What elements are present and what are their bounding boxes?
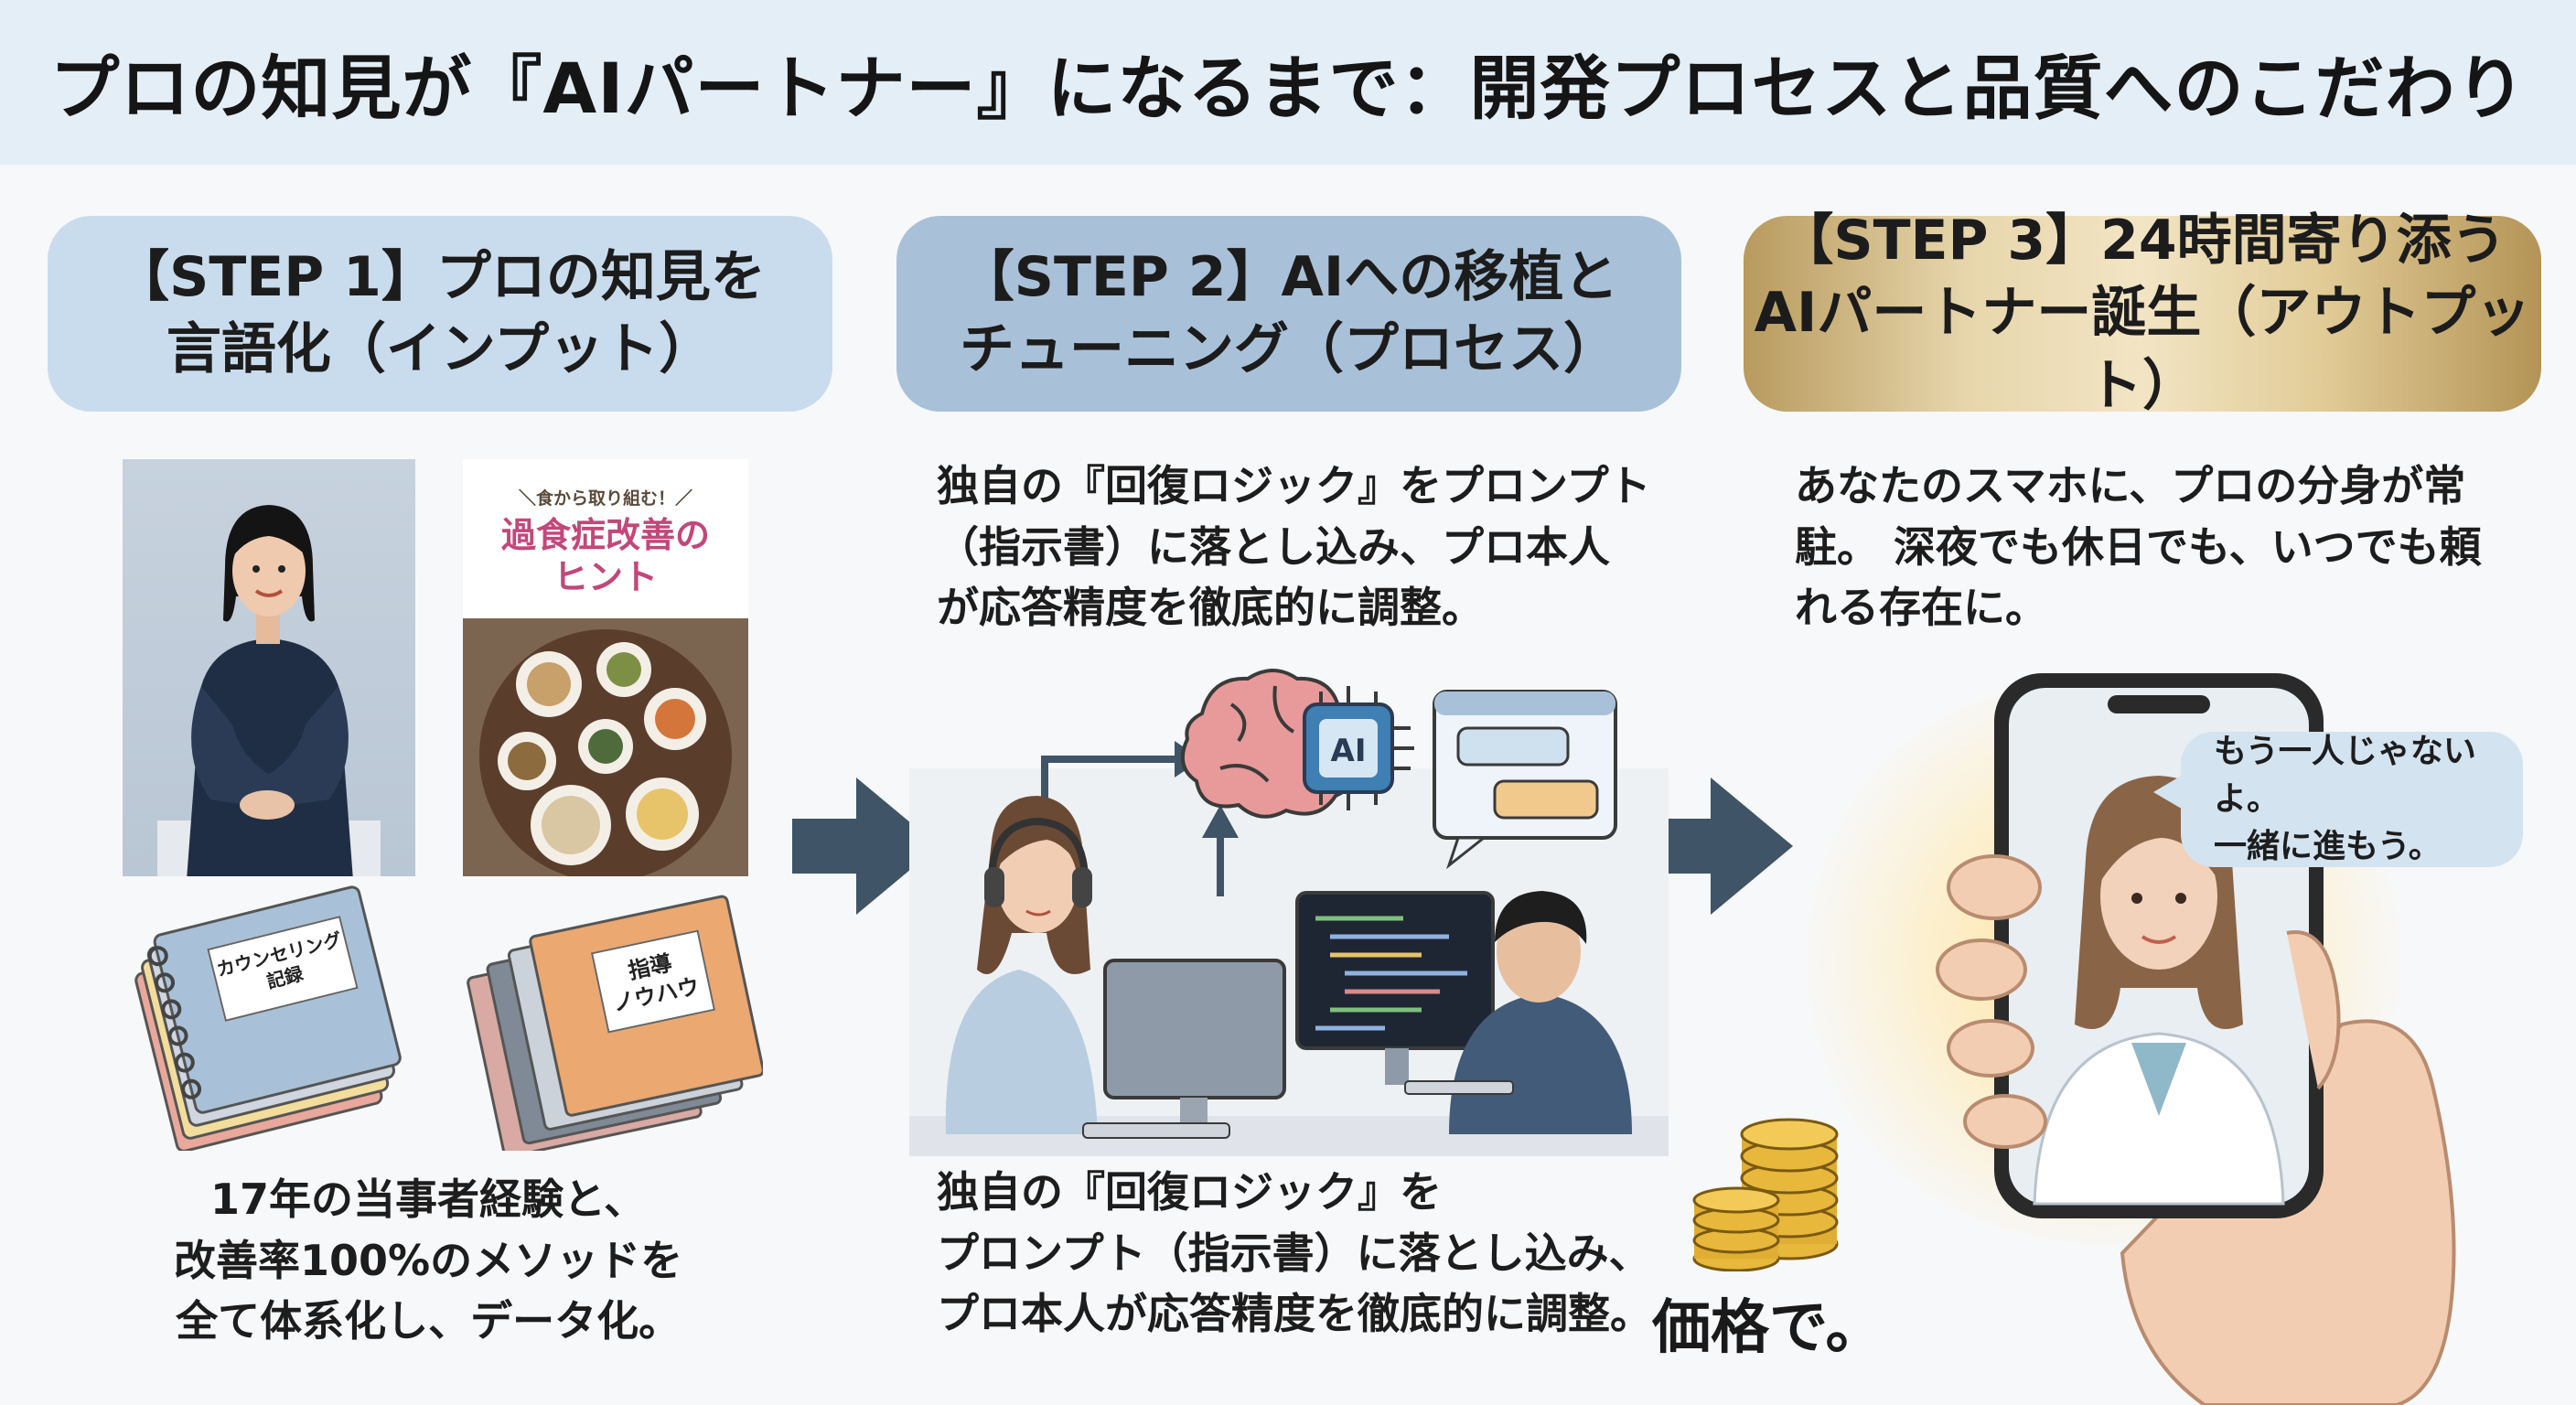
step2-top-line2: （指示書）に落とし込み、プロ本人 <box>937 521 1610 572</box>
step2-top-line1: 独自の『回復ロジック』をプロンプト <box>937 461 1651 510</box>
step1-description-line3: 全て体系化し、データ化。 <box>176 1296 682 1346</box>
step2-bottom-description: 独自の『回復ロジック』を プロンプト（指示書）に落とし込み、 プロ本人が応答精度… <box>937 1162 1652 1345</box>
cookbook-title-line1: 過食症改善の <box>500 515 710 555</box>
step3-heading: 【STEP 3】24時間寄り添う AIパートナー誕生（アウトプット） <box>1744 209 2541 418</box>
binder-stack-illustration <box>134 885 402 1153</box>
step1-description-line1: 17年の当事者経験と、 <box>209 1174 647 1224</box>
bubble-line1: もう一人じゃないよ。 <box>2214 732 2476 818</box>
step1-heading: 【STEP 1】プロの知見を 言語化（インプット） <box>48 216 832 412</box>
step2-top-line3: が応答精度を徹底的に調整。 <box>937 583 1484 633</box>
step2-heading-line1: 【STEP 2】AIへの移植と <box>959 244 1619 309</box>
cookbook-title-line2: ヒント <box>553 557 658 598</box>
meal-photo <box>463 618 748 876</box>
step1-description-line2: 改善率100%のメソッドを <box>174 1235 683 1285</box>
expert-portrait <box>123 459 415 876</box>
step2-top-description: 独自の『回復ロジック』をプロンプト （指示書）に落とし込み、プロ本人 が応答精度… <box>937 456 1651 638</box>
partner-speech-bubble: もう一人じゃないよ。 一緒に進もう。 <box>2153 732 2523 867</box>
step3-heading-line1: 【STEP 3】24時間寄り添う <box>1778 209 2506 273</box>
arrow-right-icon <box>1647 778 1793 915</box>
step3-top-description: あなたのスマホに、プロの分身が常 駐。 深夜でも休日でも、いつでも頼 れる存在に… <box>1795 456 2482 638</box>
step1-heading-line2: 言語化（インプット） <box>166 317 714 381</box>
step2-heading: 【STEP 2】AIへの移植と チューニング（プロセス） <box>896 216 1681 412</box>
woman-with-headset <box>945 796 1098 1134</box>
page-title: プロの知見が『AIパートナー』になるまで：開発プロセスと品質へのこだわり <box>49 48 2527 129</box>
development-scene: AI <box>909 659 1669 1156</box>
cookbook-subtitle: ＼食から取り組む！／ <box>518 488 692 509</box>
expert-portrait-illustration <box>157 505 381 876</box>
step1-description: 17年の当事者経験と、 改善率100%のメソッドを 全て体系化し、データ化。 <box>174 1169 682 1352</box>
arrow-right-icon <box>792 778 939 915</box>
chat-window-icon <box>1433 690 1617 870</box>
step2-bottom-line2: プロンプト（指示書）に落とし込み、 <box>937 1228 1651 1278</box>
step1-heading-line1: 【STEP 1】プロの知見を <box>114 244 766 309</box>
step3-top-line1: あなたのスマホに、プロの分身が常 <box>1795 461 2466 510</box>
ai-chip-label: AI <box>1331 733 1367 769</box>
cookbook-cover: ＼食から取り組む！／ 過食症改善の ヒント <box>463 459 748 876</box>
meal-illustration <box>463 618 748 876</box>
cookbook-title: 過食症改善の ヒント <box>463 514 748 599</box>
step3-top-line2: 駐。 深夜でも休日でも、いつでも頼 <box>1795 521 2482 572</box>
step3-heading-line2: AIパートナー誕生（アウトプット） <box>1754 281 2531 418</box>
coaching-knowhow-folders: 指導 ノウハウ <box>461 885 765 1158</box>
step2-bottom-line3: プロ本人が応答精度を徹底的に調整。 <box>937 1289 1652 1339</box>
step2-heading-line2: チューニング（プロセス） <box>960 317 1618 381</box>
coin-stack-icon <box>1692 1118 1839 1271</box>
man-at-computer <box>1404 891 1632 1134</box>
counseling-record-binders: カウンセリング 記録 <box>123 885 415 1153</box>
step3-top-line3: れる存在に。 <box>1795 583 2047 633</box>
development-illustration: AI <box>909 669 1669 1156</box>
price-text: 価格で。 <box>1652 1294 1884 1362</box>
bubble-line2: 一緒に進もう。 <box>2214 828 2442 866</box>
title-band: プロの知見が『AIパートナー』になるまで：開発プロセスと品質へのこだわり <box>0 0 2576 165</box>
step2-bottom-line1: 独自の『回復ロジック』を <box>937 1167 1442 1217</box>
ai-chip-icon: AI <box>1303 686 1414 810</box>
